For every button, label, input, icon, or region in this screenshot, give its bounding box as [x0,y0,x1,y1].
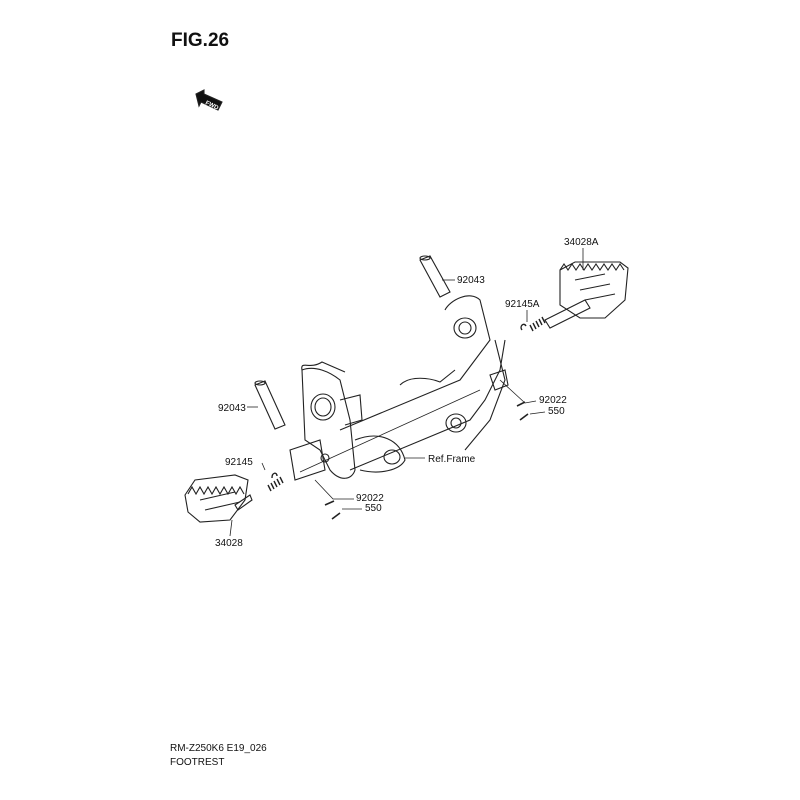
callout-92145A: 92145A [505,299,540,310]
callout-92043-top: 92043 [457,275,485,286]
callout-34028: 34028 [215,538,243,549]
fwd-arrow-icon: FWD [195,89,223,112]
figure-title: FIG.26 [171,30,230,51]
pin-left-drawing [254,380,286,430]
footrest-right-drawing [544,261,629,329]
callout-550-left: 550 [365,503,382,514]
callout-92043-left: 92043 [218,403,246,414]
spring-drawing [267,316,546,492]
callout-ref-frame: Ref.Frame [428,454,476,465]
fwd-marker-text: FWD [204,100,220,111]
callout-92022-left: 92022 [356,493,384,504]
callout-92022-right: 92022 [539,395,567,406]
frame-drawing [289,295,509,481]
washer-cotter-drawing [324,401,529,520]
model-code: RM-Z250K6 E19_026 [170,743,267,754]
callout-92145: 92145 [225,457,253,468]
section-name: FOOTREST [170,757,225,768]
pin-top-drawing [419,255,451,298]
callout-550-right: 550 [548,406,565,417]
leader-lines [229,248,584,537]
callout-34028A: 34028A [564,237,599,248]
footrest-left-drawing [184,474,253,523]
